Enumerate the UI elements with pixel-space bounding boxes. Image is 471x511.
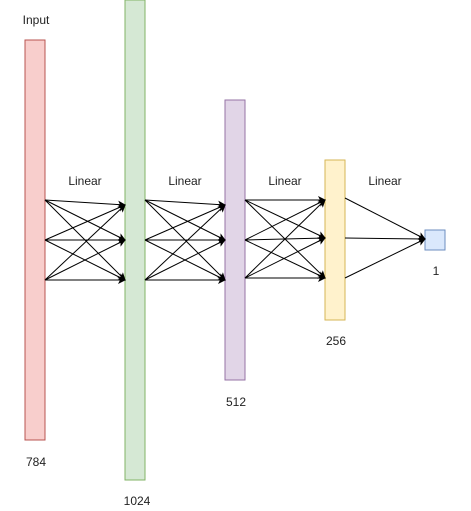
connection-arrow: [144, 204, 226, 241]
connection-arrow: [144, 204, 226, 281]
connection-arrow: [44, 204, 126, 241]
connection-arrow: [344, 197, 426, 240]
linear-connections-1: [44, 199, 126, 284]
connection-arrow: [244, 199, 326, 239]
connection-arrow: [44, 199, 126, 241]
linear-connections-2: [144, 199, 226, 284]
connection-arrow: [244, 237, 326, 279]
hidden3-size-label: 256: [326, 334, 346, 348]
linear-connections-3: [244, 196, 326, 282]
linear-label-1: Linear: [68, 174, 101, 188]
input-title-label: Input: [23, 13, 50, 27]
connection-arrow: [44, 204, 126, 281]
linear-connections-4: [344, 197, 426, 279]
connection-arrow: [244, 199, 326, 241]
output-layer: [424, 229, 446, 251]
connection-arrow: [144, 239, 226, 281]
connection-arrow: [44, 239, 126, 281]
connection-arrow: [144, 199, 226, 209]
hidden-layer-1024: [124, 0, 146, 481]
connection-arrow: [144, 199, 226, 241]
linear-label-3: Linear: [268, 174, 301, 188]
connection-arrow: [244, 239, 326, 279]
linear-label-4: Linear: [368, 174, 401, 188]
connection-arrow: [44, 199, 126, 209]
input-size-label: 784: [26, 455, 46, 469]
connection-arrow: [344, 234, 426, 243]
connection-arrow: [244, 199, 326, 279]
hidden-layer-512: [224, 99, 246, 381]
linear-label-2: Linear: [168, 174, 201, 188]
hidden1-size-label: 1024: [124, 494, 151, 508]
output-size-label: 1: [433, 264, 440, 278]
input-layer: [24, 39, 46, 441]
hidden2-size-label: 512: [226, 395, 246, 409]
hidden-layer-256: [324, 159, 346, 321]
connection-arrow: [344, 238, 426, 279]
